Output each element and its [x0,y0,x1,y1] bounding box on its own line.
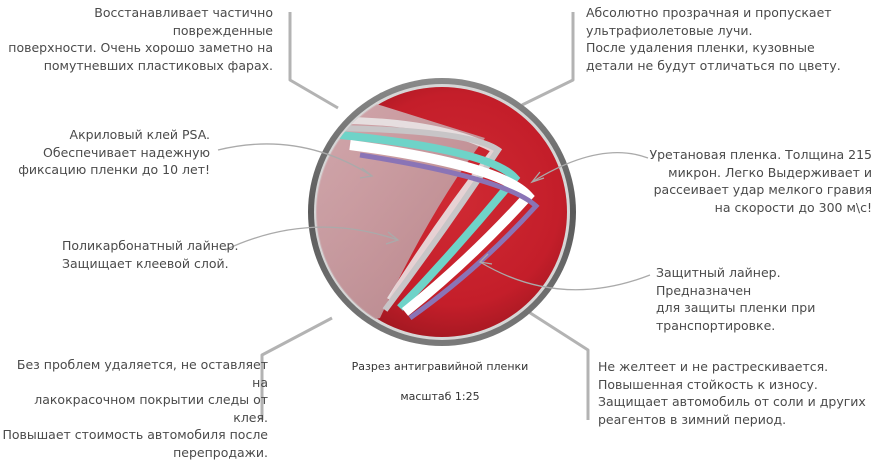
caption-line-1: Разрез антигравийной пленки [351,360,529,373]
caption-line-2: масштаб 1:25 [400,390,480,403]
film-cross-section-diagram [217,12,651,420]
callout-protective [479,261,651,291]
label-transparent: Абсолютно прозрачная и пропускает ультра… [586,5,841,73]
layer-teal [339,131,521,311]
callout-protective-arrow [478,253,493,265]
label-polycarbonate-liner: Поликарбонатный лайнер. Защищает клеевой… [62,238,239,271]
label-urethane-film: Уретановая пленка. Толщина 215 микрон. Л… [649,147,872,215]
leader-bottom-right [509,298,590,420]
leader-bottom-left [260,316,333,420]
callout-acrylic-arrow [359,167,374,179]
callout-urethane [531,152,649,183]
label-acrylic-adhesive: Акриловый клей PSA. Обеспечивает надежну… [18,127,210,177]
callout-liner-arrow [385,231,400,245]
label-restores-surfaces: Восстанавливает частично поврежденные по… [8,5,273,73]
leader-top-left [288,12,339,110]
label-no-yellowing: Не желтеет и не растрескивается. Повышен… [598,359,866,427]
label-easy-removal: Без проблем удаляется, не оставляет на л… [2,357,268,460]
layer-gray [329,125,503,312]
layer-purple [359,152,540,321]
callout-acrylic [217,143,373,177]
layer-white [349,140,535,316]
diagram-caption: Разрез антигравийной пленки масштаб 1:25 [340,344,540,419]
label-protective-liner: Защитный лайнер. Предназначен для защиты… [656,265,816,333]
leader-top-right [521,12,575,107]
callout-urethane-arrow [530,171,545,184]
cross-section-circle [308,78,576,346]
callout-liner [224,226,399,251]
